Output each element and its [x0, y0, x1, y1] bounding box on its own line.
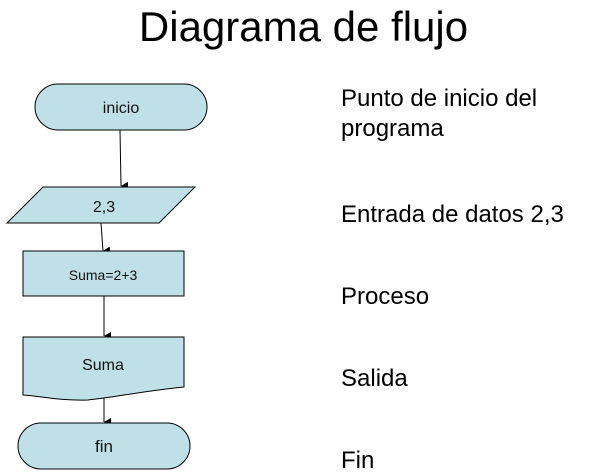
node-end-terminator: fin: [17, 422, 191, 470]
node-process-label: Suma=2+3: [69, 267, 138, 283]
node-end-label: fin: [95, 437, 113, 456]
node-output-document: Suma: [22, 336, 185, 401]
description-start-line1: Punto de inicio del: [341, 85, 538, 112]
description-process: Proceso: [341, 283, 430, 310]
node-start-terminator: inicio: [34, 83, 208, 131]
node-start-label: inicio: [103, 100, 140, 117]
page-title: Diagrama de flujo: [138, 3, 469, 50]
connector-start-input: [119, 129, 129, 190]
node-process: Suma=2+3: [22, 250, 185, 297]
node-output-label: Suma: [82, 357, 124, 374]
description-start-line2: programa: [341, 115, 444, 142]
description-start: Punto de inicio del programa: [341, 84, 537, 144]
node-input-data: 2,3: [5, 186, 197, 224]
description-input: Entrada de datos 2,3: [341, 201, 564, 228]
connector-input-process: [100, 222, 111, 255]
description-end: Fin: [341, 447, 375, 474]
node-input-label: 2,3: [93, 199, 115, 216]
description-output: Salida: [341, 365, 408, 392]
